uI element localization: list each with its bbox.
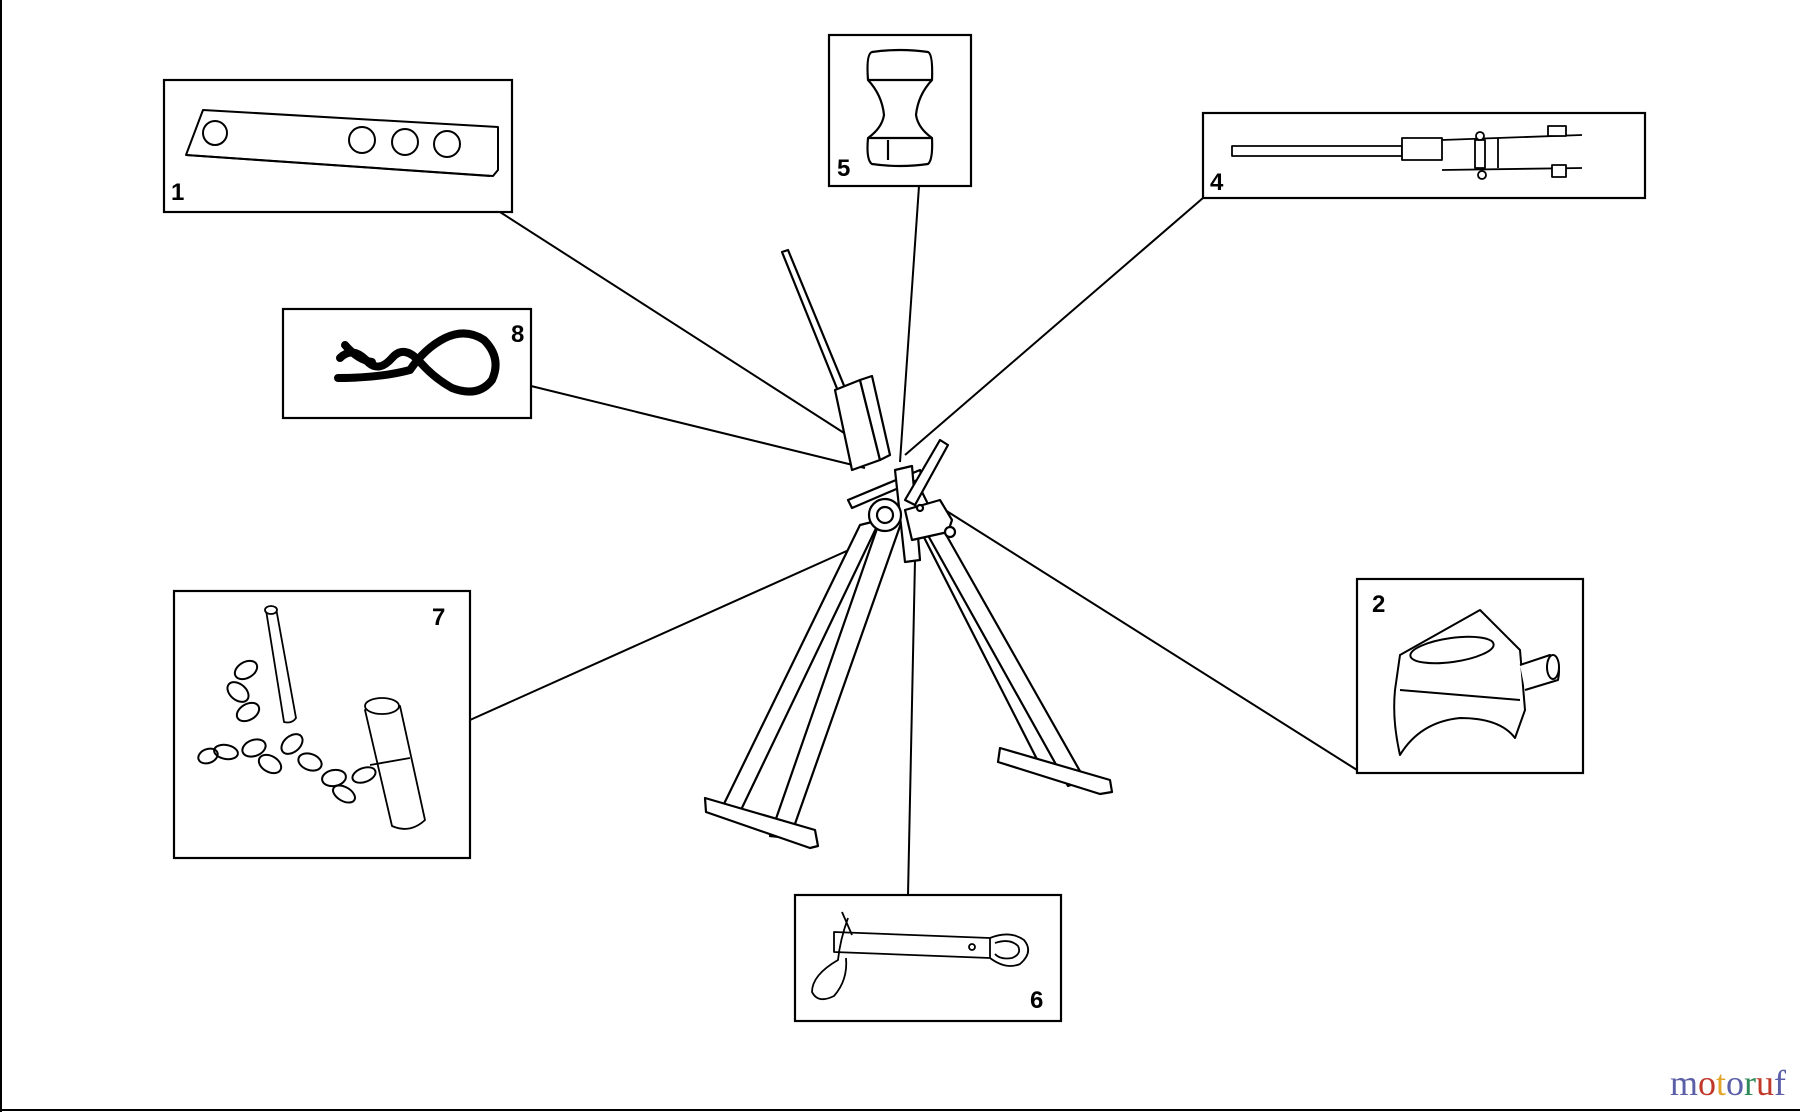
callout-part-7: 7: [172, 589, 472, 860]
chain-pins-icon: [197, 605, 426, 830]
callout-number-1: 1: [171, 179, 184, 206]
callout-number-6: 6: [1030, 987, 1043, 1014]
leader-lines: [469, 185, 1358, 896]
callout-part-2: 2: [1355, 577, 1585, 775]
hair-pin-clip-icon: [334, 329, 500, 396]
callout-part-5: 5: [827, 33, 973, 188]
callout-number-4: 4: [1210, 169, 1224, 196]
callout-number-7: 7: [432, 604, 445, 631]
callout-number-5: 5: [837, 155, 850, 182]
watermark-letter: m: [1669, 1063, 1698, 1103]
extension-arm-icon: [1231, 125, 1583, 180]
clevis-pin-icon: [811, 911, 1030, 1001]
callout-number-2: 2: [1372, 591, 1385, 618]
callout-part-4: 4: [1201, 111, 1647, 200]
spool-roller-icon: [866, 48, 934, 168]
callout-part-8: 8: [281, 307, 533, 420]
callout-part-6: 6: [793, 893, 1063, 1023]
hole-bar-icon: [185, 109, 499, 177]
callout-part-1: 1: [162, 78, 514, 214]
watermark-letter: f: [1774, 1063, 1786, 1103]
watermark-logo: motoruf: [1670, 1062, 1786, 1104]
watermark-letter: t: [1715, 1063, 1726, 1103]
watermark-letter: r: [1744, 1063, 1756, 1103]
callout-number-8: 8: [511, 321, 524, 348]
watermark-letter: o: [1726, 1063, 1744, 1103]
watermark-letter: o: [1697, 1063, 1716, 1103]
tripod-stand-icon: [703, 248, 1114, 850]
saddle-bracket-icon: [1393, 609, 1560, 756]
watermark-letter: u: [1756, 1063, 1774, 1103]
